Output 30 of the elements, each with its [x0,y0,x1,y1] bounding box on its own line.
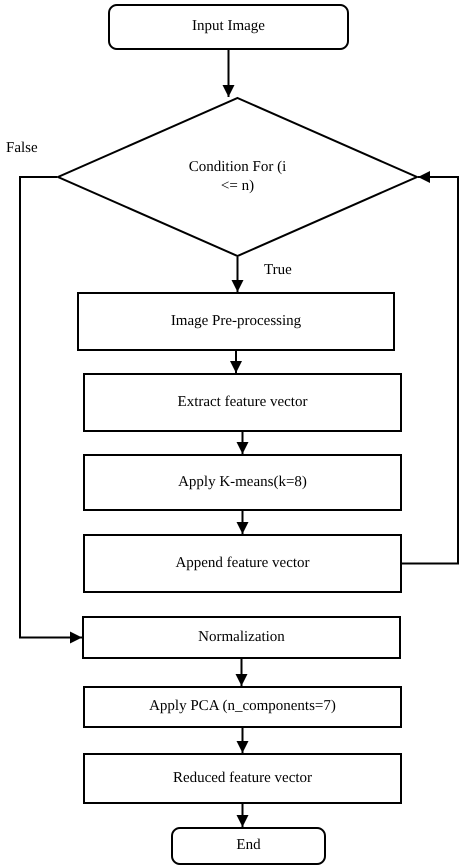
arrow [402,171,459,564]
node-text: Apply K-means(k=8) [178,472,307,492]
node-text: Normalization [198,628,285,647]
node-text: End [236,836,261,856]
process-box [82,616,401,659]
node-text: Reduced feature vector [172,768,312,788]
node-text: Image Pre-processing [170,312,302,331]
arrow [236,432,248,454]
decision-diamond [57,97,418,257]
arrow [236,511,248,534]
arrow [236,804,248,827]
process-box [83,534,402,593]
node-text: Extract feature vector [178,392,308,412]
node-text: Input Image [192,17,265,36]
arrow [222,50,234,97]
arrow [236,659,248,686]
node-text: Append feature vector [175,554,310,573]
process-box [83,686,402,728]
arrow [236,728,248,753]
process-box [83,373,402,432]
process-box [77,292,395,351]
arrow [19,176,82,644]
node-text: Condition For (i <= n) [188,158,288,196]
node-text: Apply PCA (n_components=7) [149,697,336,716]
arrow [230,351,242,373]
terminal-box [108,4,349,50]
terminal-box [171,827,326,865]
arrow [232,257,244,292]
process-box [83,753,402,804]
process-box [83,454,402,511]
